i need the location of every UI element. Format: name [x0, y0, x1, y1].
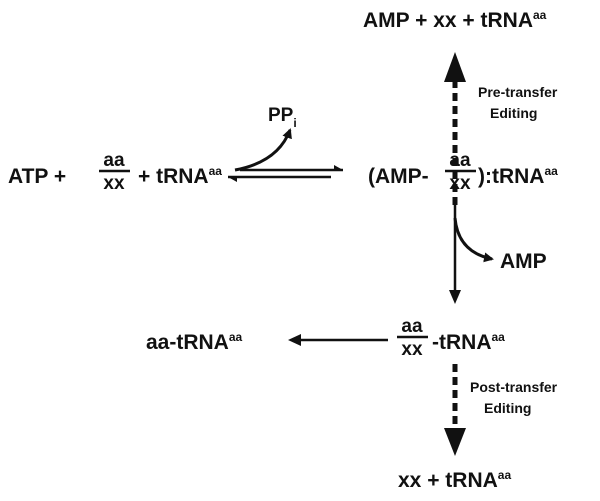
posttransfer-label-line1: Post-transfer — [470, 379, 558, 395]
intermediate-fraction-numerator: aa — [449, 150, 471, 171]
pyrophosphate-label: PPi — [268, 105, 297, 130]
pretransfer-label-line1: Pre-transfer — [478, 84, 558, 100]
ppi-release-arrow — [234, 128, 292, 172]
transfer-product-trna-label: -tRNAaa — [432, 330, 505, 354]
top-product-label: AMP + xx + tRNAaa — [363, 8, 547, 32]
correct-product-arrowhead — [288, 334, 301, 346]
substrate-fraction-numerator: aa — [103, 150, 125, 171]
pretransfer-label-line2: Editing — [490, 105, 537, 121]
substrate-fraction-denominator: xx — [103, 173, 125, 194]
intermediate-trna-label: ):tRNAaa — [478, 164, 558, 188]
posttransfer-arrowhead — [444, 428, 466, 456]
forward-equilibrium-arrowhead — [334, 165, 343, 170]
substrate-trna-label: + tRNAaa — [138, 164, 222, 188]
bottom-product-label: xx + tRNAaa — [398, 468, 511, 492]
reverse-equilibrium-arrowhead — [228, 177, 237, 182]
transfer-arrowhead — [449, 290, 461, 304]
transfer-fraction-denominator: xx — [401, 339, 423, 360]
intermediate-prefix: (AMP- — [368, 165, 429, 188]
amp-release-label: AMP — [500, 250, 547, 273]
aminoacyl-trna-label: aa-tRNAaa — [146, 330, 243, 354]
atp-label: ATP + — [8, 165, 66, 188]
transfer-fraction-numerator: aa — [401, 316, 423, 337]
posttransfer-label-line2: Editing — [484, 400, 531, 416]
intermediate-fraction-denominator: xx — [449, 173, 471, 194]
amp-release-arrow — [453, 217, 494, 263]
pretransfer-arrowhead — [444, 52, 466, 82]
